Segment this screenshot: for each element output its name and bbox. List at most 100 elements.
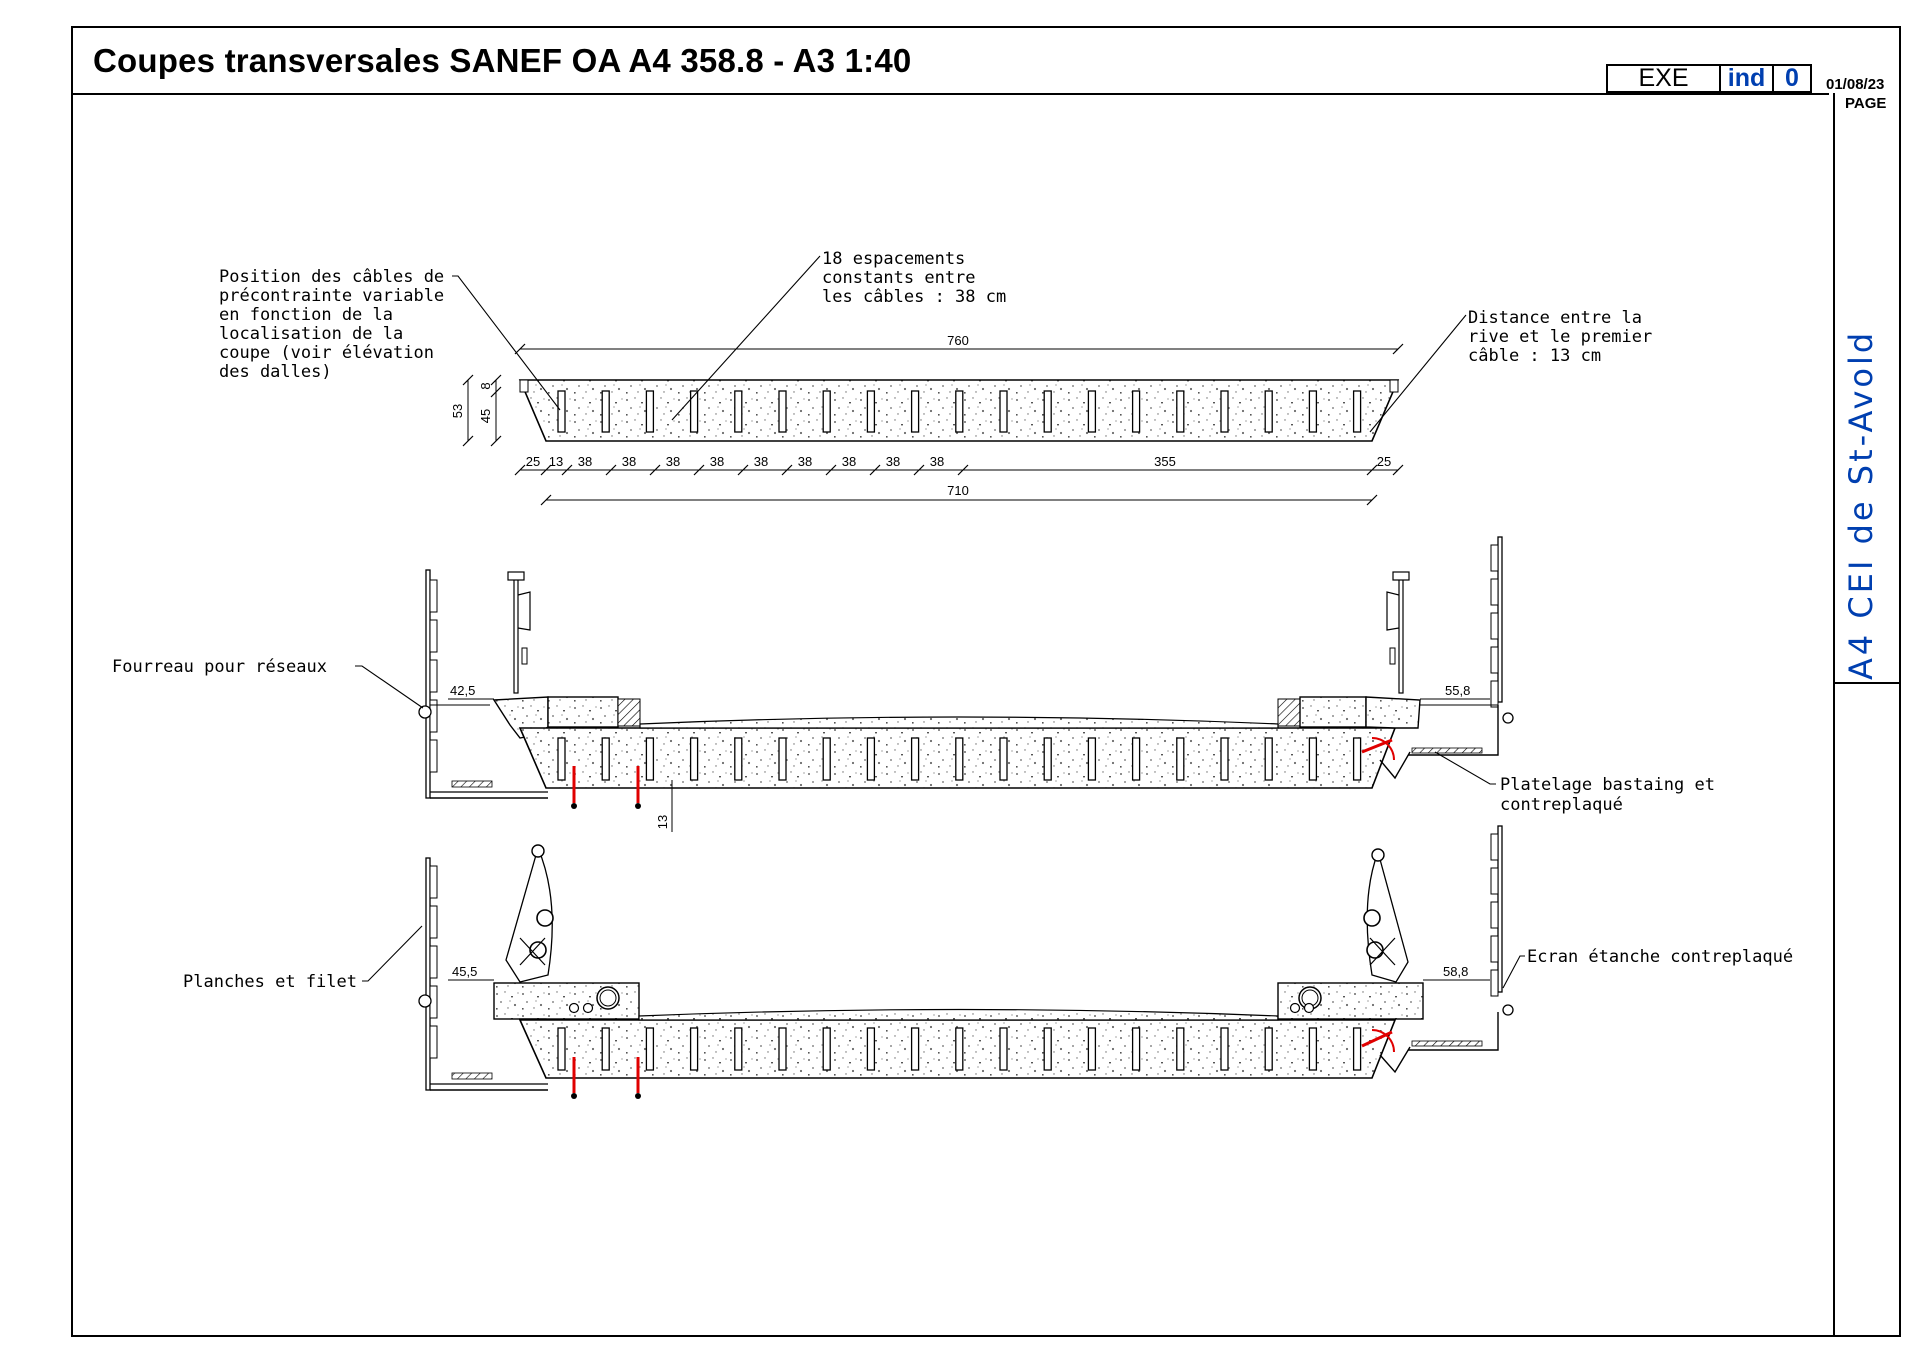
cable-duct — [645, 1027, 655, 1071]
dim-tick — [737, 464, 749, 476]
cable-duct — [1087, 390, 1097, 433]
note-edge-line-3: câble : 13 cm — [1468, 346, 1601, 366]
chain-dim-8: 38 — [842, 454, 856, 469]
cable-duct — [1131, 1027, 1141, 1071]
slab-edge-left — [519, 379, 529, 393]
chain-dim-5: 38 — [710, 454, 724, 469]
cable-duct — [910, 737, 920, 781]
chain-dim-1: 13 — [549, 454, 563, 469]
s1-conduit-icon — [418, 705, 432, 719]
dim-bottom-width-label: 710 — [947, 483, 969, 498]
cable-duct — [1131, 737, 1141, 781]
scaffold-plank — [429, 905, 438, 939]
cable-duct — [1220, 737, 1229, 781]
chain-dim-4: 38 — [666, 454, 680, 469]
dim-tick — [781, 464, 793, 476]
annotation-spacing: 18 espacements constants entre les câble… — [671, 249, 1006, 421]
dim-tick — [693, 464, 705, 476]
s1-left-post — [425, 569, 431, 799]
cable-duct — [1176, 1027, 1185, 1071]
slab-edge-right — [1389, 379, 1399, 393]
cable-duct — [557, 737, 566, 781]
leader-cable-position — [452, 275, 561, 411]
title-block-separator — [1833, 682, 1901, 684]
leader-spacing — [671, 255, 821, 421]
cable-duct — [689, 737, 699, 781]
annotation-screen: Ecran étanche contreplaqué — [1502, 947, 1793, 989]
cable-duct — [557, 1027, 566, 1071]
cable-duct — [601, 737, 610, 781]
chain-dim-2: 38 — [578, 454, 592, 469]
s1-red-arc — [1371, 737, 1395, 761]
cable-duct — [866, 737, 876, 781]
cable-duct — [689, 390, 699, 433]
dim-tick — [540, 464, 552, 476]
annotation-cable-position: Position des câbles de précontrainte var… — [219, 267, 561, 411]
dimension-height: 53 45 8 — [450, 374, 502, 447]
title-divider — [71, 93, 1829, 95]
s2-dim-left: 45,5 — [452, 964, 477, 979]
note-decking-line-2: contreplaqué — [1500, 795, 1623, 815]
note-spacing-line-3: les câbles : 38 cm — [822, 287, 1006, 307]
dimension-chain: 25 13 38 38 38 38 38 38 38 38 38 355 25 — [514, 454, 1404, 476]
chain-dim-11: 355 — [1154, 454, 1176, 469]
cross-section-1: 42,5 55,8 13 — [418, 536, 1514, 832]
annotation-edge-distance: Distance entre la rive et le premier câb… — [1369, 308, 1652, 433]
cable-duct — [1352, 737, 1362, 781]
chain-dim-10: 38 — [930, 454, 944, 469]
page-label: PAGE — [1845, 95, 1887, 112]
dim-height-total: 53 — [450, 404, 465, 418]
cable-duct — [601, 1027, 610, 1071]
cable-duct — [999, 390, 1008, 433]
cable-duct — [999, 1027, 1008, 1071]
dim-tick — [514, 464, 526, 476]
chain-dim-12: 25 — [1377, 454, 1391, 469]
scaffold-plank — [429, 619, 438, 653]
cable-duct — [1308, 737, 1318, 781]
note-cable-line-1: Position des câbles de — [219, 267, 444, 287]
cable-duct — [1220, 390, 1229, 433]
note-cable-line-3: en fonction de la — [219, 305, 393, 325]
dim-height-web: 45 — [478, 409, 493, 423]
cable-duct — [822, 390, 831, 433]
title-block-divider — [1833, 93, 1835, 1336]
index-box: ind — [1719, 64, 1774, 93]
scaffold-plank — [1490, 969, 1499, 997]
cable-duct — [1087, 1027, 1097, 1071]
cable-duct — [1308, 390, 1318, 433]
dim-tick — [957, 464, 969, 476]
annotation-planks: Planches et filet — [183, 925, 423, 992]
cable-duct — [734, 1027, 743, 1071]
slab-section-detail — [518, 379, 1400, 442]
cable-duct — [955, 737, 964, 781]
scaffold-plank — [1490, 833, 1499, 861]
drawing-frame — [71, 26, 1901, 1337]
cable-duct — [1220, 1027, 1229, 1071]
s1-dim-left: 42,5 — [450, 683, 475, 698]
dim-tick — [869, 464, 881, 476]
cable-duct — [778, 737, 787, 781]
cable-duct — [1308, 1027, 1318, 1071]
note-planks: Planches et filet — [183, 972, 357, 992]
cable-duct — [689, 1027, 699, 1071]
note-spacing-line-1: 18 espacements — [822, 249, 965, 269]
scaffold-plank — [1490, 680, 1499, 708]
cable-duct — [1352, 390, 1362, 433]
note-edge-line-1: Distance entre la — [1468, 308, 1642, 328]
scaffold-plank — [429, 1025, 438, 1059]
scaffold-plank — [1490, 935, 1499, 963]
s1-dim-gap: 13 — [655, 815, 670, 829]
cable-duct — [1176, 737, 1185, 781]
cable-duct — [601, 390, 610, 433]
status-text: EXE — [1638, 64, 1689, 92]
dim-tick — [649, 464, 661, 476]
cable-duct — [910, 1027, 920, 1071]
revision-number: 0 — [1785, 64, 1799, 92]
cable-duct — [1264, 390, 1273, 433]
drawing-date: 01/08/23 — [1826, 76, 1885, 93]
note-cable-line-2: précontrainte variable — [219, 286, 444, 306]
dimension-top-width: 760 — [514, 333, 1404, 355]
scaffold-plank — [429, 739, 438, 773]
cable-duct — [778, 1027, 787, 1071]
